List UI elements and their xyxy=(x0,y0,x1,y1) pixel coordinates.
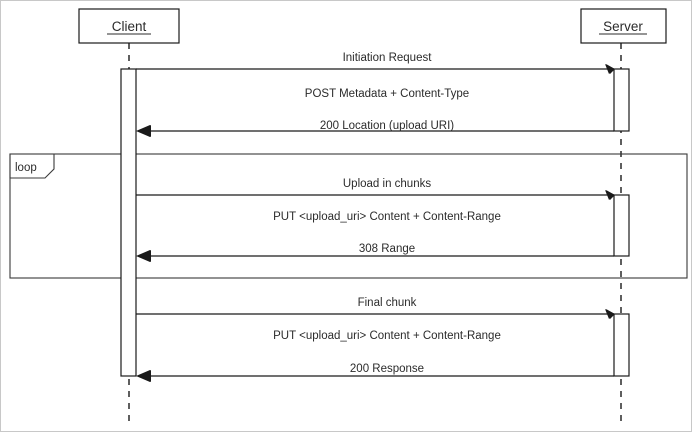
msg-post-metadata-label: POST Metadata + Content-Type xyxy=(305,88,469,100)
msg-put-final-arrowhead-overlay xyxy=(606,309,615,319)
server-activation-bar-final xyxy=(613,313,630,377)
participant-server-label: Server xyxy=(603,19,643,34)
participant-server-box[interactable] xyxy=(580,8,667,44)
note-initiation-request: Initiation Request xyxy=(343,52,433,64)
arrowhead-overlay-group xyxy=(136,64,615,382)
msg-200-location-arrowhead-overlay xyxy=(136,125,150,137)
loop-fragment-tab xyxy=(9,153,55,179)
msg-200-response-label: 200 Response xyxy=(350,363,424,375)
msg-put-chunk-arrowhead-overlay xyxy=(606,190,615,200)
loop-fragment-label: loop xyxy=(15,162,37,174)
msg-308-range-arrowhead-overlay xyxy=(136,250,150,262)
msg-post-metadata-arrowhead-overlay xyxy=(606,64,615,74)
participant-server[interactable]: Server xyxy=(580,8,667,44)
participant-client-label: Client xyxy=(112,19,147,34)
group-initiation: Initiation Request POST Metadata + Conte… xyxy=(136,52,614,137)
msg-200-response-arrowhead-overlay xyxy=(136,370,150,382)
note-upload-in-chunks: Upload in chunks xyxy=(343,178,431,190)
msg-put-chunk-label: PUT <upload_uri> Content + Content-Range xyxy=(273,211,501,223)
note-final-chunk: Final chunk xyxy=(358,297,417,309)
server-activation-bar-initiation xyxy=(613,68,630,132)
group-chunk-loop: Upload in chunks PUT <upload_uri> Conten… xyxy=(136,178,614,262)
activation-bars-group xyxy=(120,68,630,377)
loop-fragment: loop xyxy=(9,153,688,279)
msg-308-range-label: 308 Range xyxy=(359,243,415,255)
group-final-chunk: Final chunk PUT <upload_uri> Content + C… xyxy=(136,297,614,382)
msg-put-final-label: PUT <upload_uri> Content + Content-Range xyxy=(273,330,501,342)
loop-fragment-border xyxy=(9,153,688,279)
participant-client-box[interactable] xyxy=(78,8,180,44)
client-activation-bar xyxy=(120,68,137,377)
server-activation-bar-chunk xyxy=(613,194,630,257)
msg-200-location-label: 200 Location (upload URI) xyxy=(320,120,454,132)
participant-client[interactable]: Client xyxy=(78,8,180,44)
